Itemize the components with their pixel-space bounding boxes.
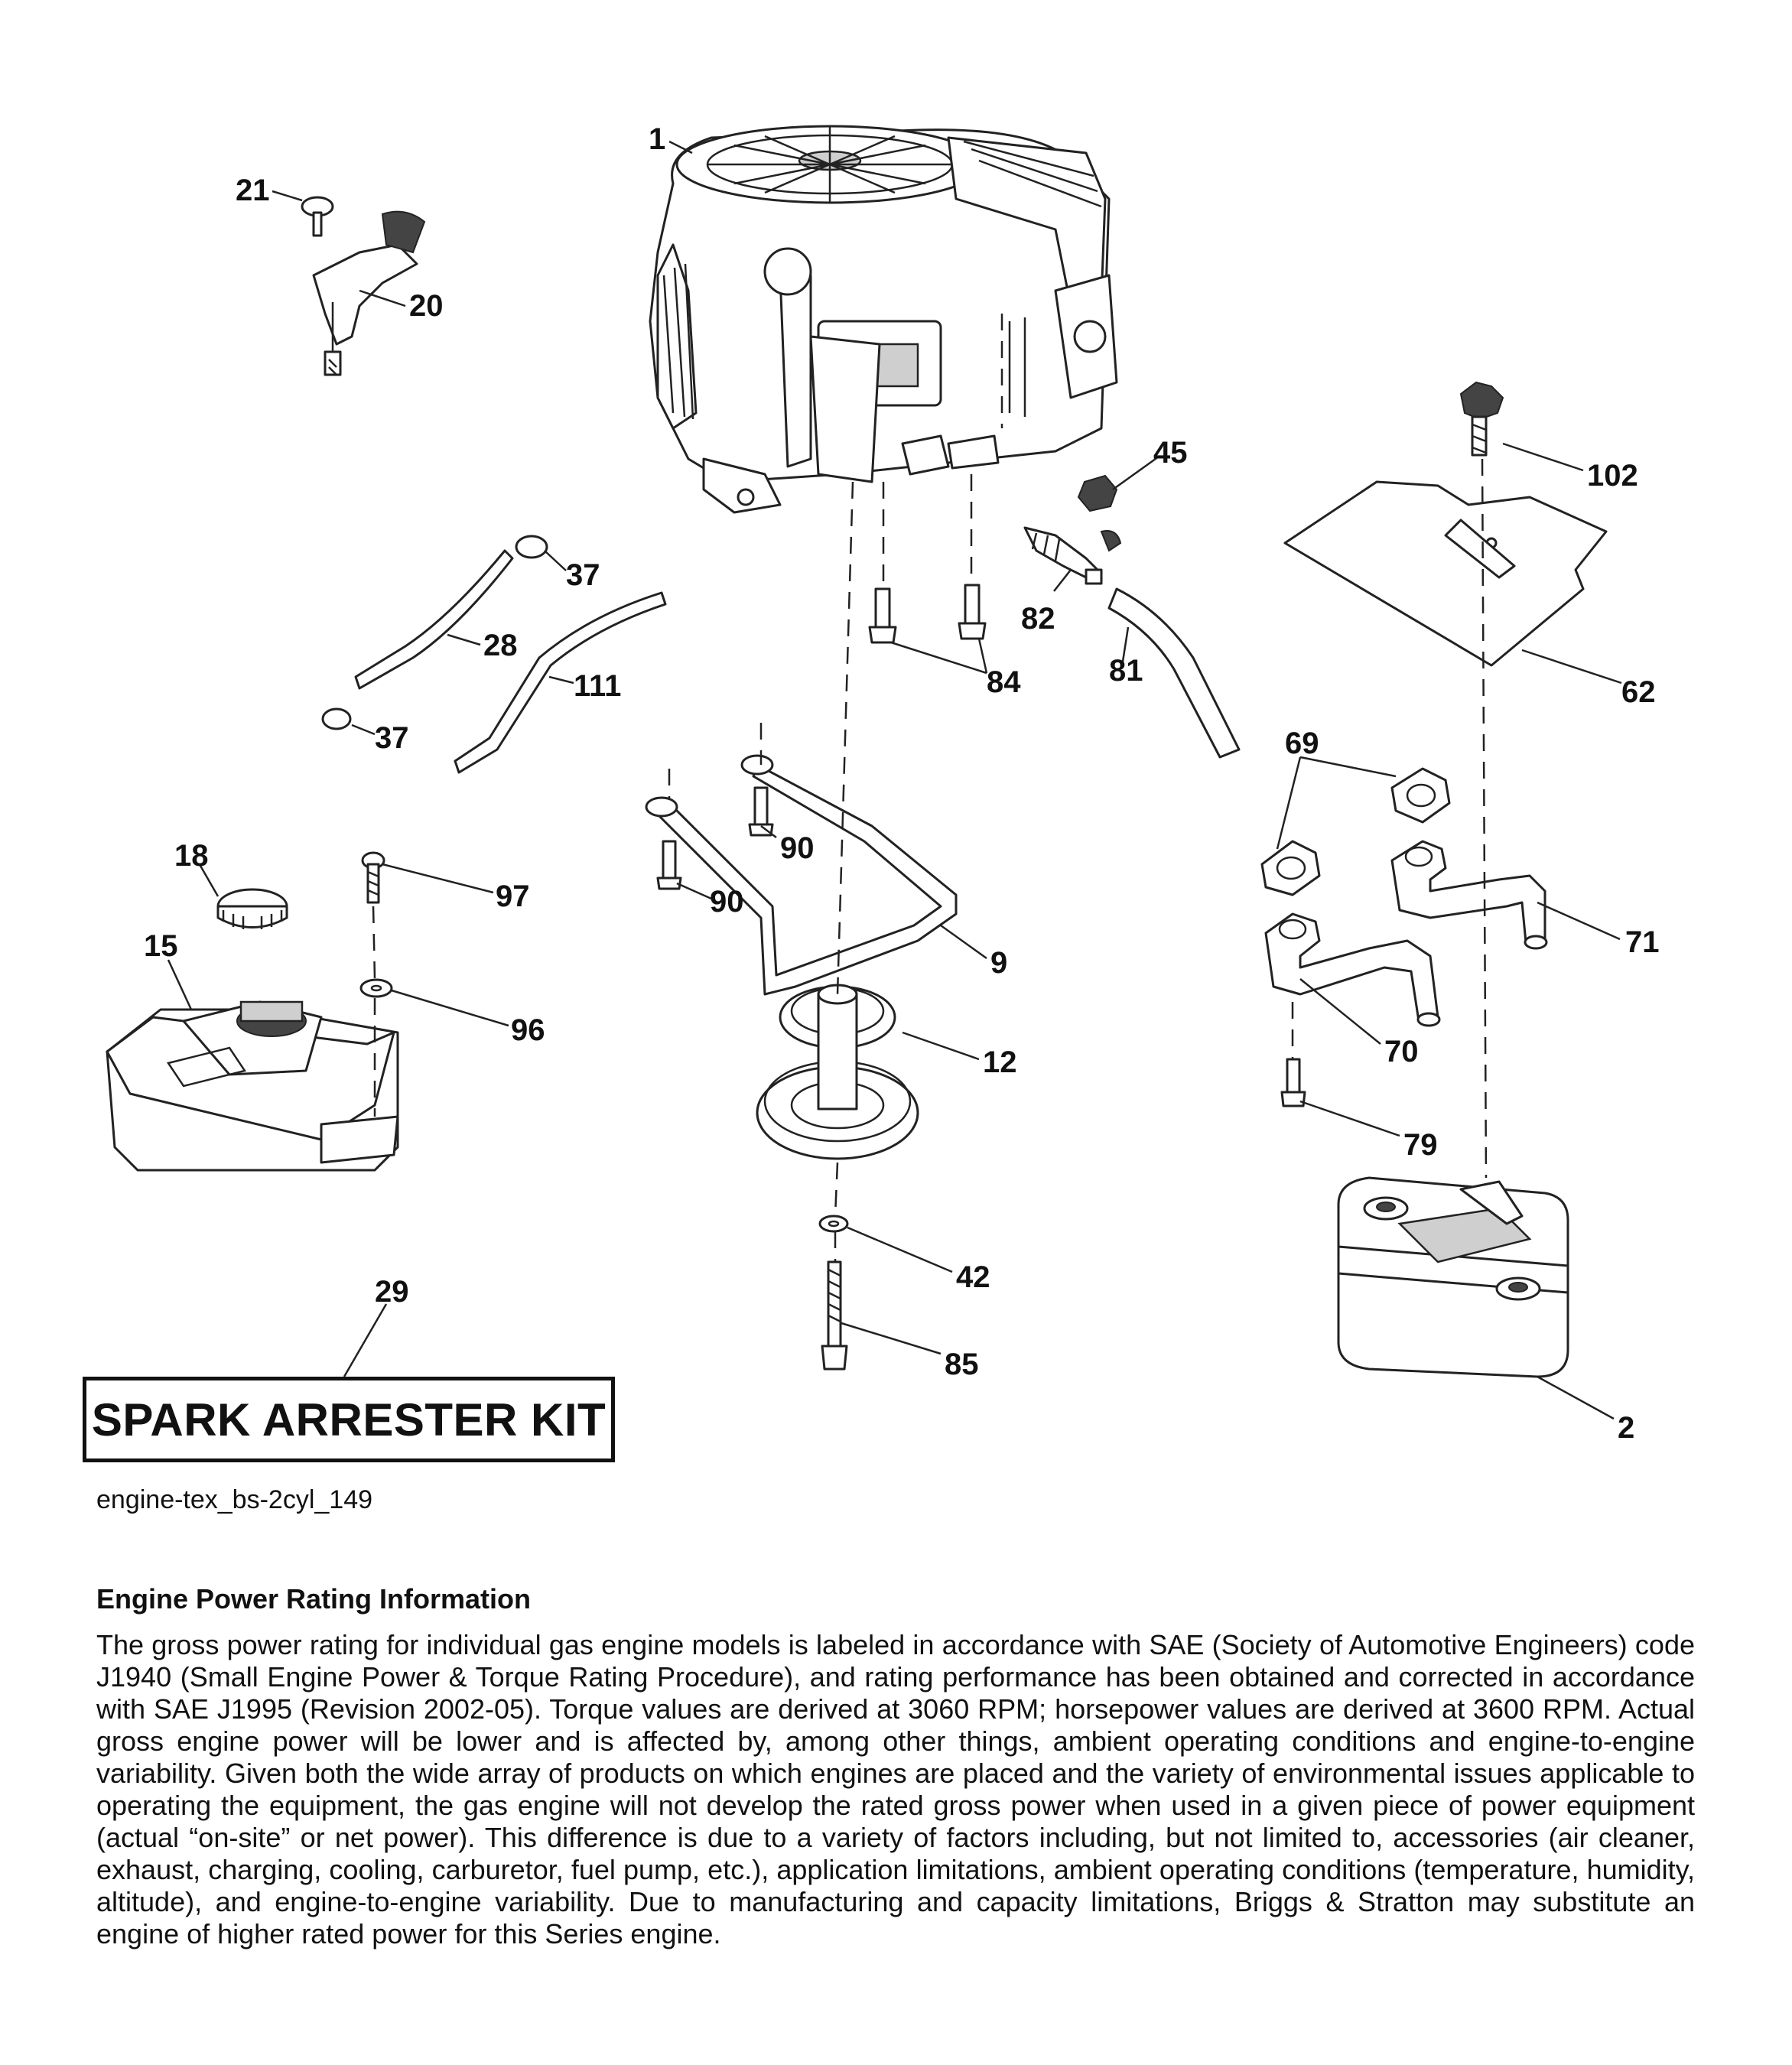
fuel-line-111-part [454, 591, 667, 774]
callout-29: 29 [375, 1275, 409, 1309]
callout-79: 79 [1403, 1128, 1438, 1162]
callout-21: 21 [236, 174, 270, 207]
pulley-12-part [756, 984, 919, 1160]
nut-45-part [1077, 474, 1118, 512]
spark-arrester-kit-title: SPARK ARRESTER KIT [91, 1393, 607, 1446]
fuel-tank-15-part [106, 1000, 399, 1172]
callout-12: 12 [983, 1046, 1017, 1079]
callout-18: 18 [174, 839, 209, 873]
diagram-id: engine-tex_bs-2cyl_149 [96, 1485, 373, 1514]
screw-102-part [1459, 381, 1504, 457]
callout-90-upper: 90 [780, 831, 815, 865]
callout-9: 9 [990, 946, 1007, 980]
callout-labels: 1 21 20 45 102 37 28 111 37 84 82 81 62 … [144, 122, 1660, 1445]
spark-arrester-kit-box: SPARK ARRESTER KIT [83, 1377, 615, 1462]
fuel-line-28-part [354, 549, 514, 690]
exhaust-pipe-71-part [1390, 840, 1548, 950]
callout-62: 62 [1621, 675, 1656, 709]
callout-20: 20 [409, 289, 444, 323]
callout-28: 28 [483, 629, 518, 662]
callout-37-top: 37 [566, 558, 600, 592]
heat-shield-62-part [1283, 480, 1608, 667]
engine-part [649, 125, 1118, 514]
callout-96: 96 [511, 1013, 545, 1047]
leader-lines [167, 140, 1622, 1420]
callout-81: 81 [1109, 654, 1143, 688]
bolt-85-part [821, 1260, 848, 1371]
callout-85: 85 [945, 1348, 979, 1381]
section-body-text: The gross power rating for individual ga… [96, 1629, 1695, 1950]
callout-69: 69 [1285, 727, 1319, 760]
washer-96-part [359, 978, 393, 998]
callout-15: 15 [144, 929, 178, 963]
drain-valve-82-part [1023, 526, 1122, 585]
bolt-84-part [868, 584, 987, 644]
screw-21-part [301, 196, 334, 237]
callout-102: 102 [1587, 459, 1638, 493]
callout-70: 70 [1384, 1035, 1419, 1068]
muffler-2-part [1337, 1176, 1569, 1378]
bracket-9-part [645, 754, 958, 996]
callout-111: 111 [574, 669, 621, 703]
washer-42-part [818, 1215, 849, 1233]
callout-37-bottom: 37 [375, 721, 409, 755]
callout-45: 45 [1153, 436, 1188, 470]
callout-84: 84 [987, 665, 1021, 699]
drain-hose-81-part [1107, 587, 1241, 759]
clamp-37-part [321, 535, 548, 730]
callout-90-lower: 90 [710, 885, 744, 919]
callout-2: 2 [1618, 1411, 1634, 1445]
gasket-69-part [1260, 767, 1451, 896]
bolt-79-part [1280, 1058, 1306, 1107]
callout-97: 97 [496, 880, 530, 913]
callout-82: 82 [1021, 602, 1055, 636]
exhaust-pipe-70-part [1264, 912, 1441, 1027]
screw-97-part [361, 851, 385, 904]
fuel-cap-18-part [216, 888, 288, 929]
exploded-parts-diagram: 1 21 20 45 102 37 28 111 37 84 82 81 62 … [106, 122, 1660, 1445]
callout-42: 42 [956, 1260, 990, 1294]
section-heading: Engine Power Rating Information [96, 1583, 532, 1615]
engine-power-rating-section: Engine Power Rating Information The gros… [96, 1583, 1695, 1950]
callout-71: 71 [1625, 925, 1660, 959]
assembly-lines [372, 314, 1488, 1262]
callout-1: 1 [649, 122, 665, 156]
